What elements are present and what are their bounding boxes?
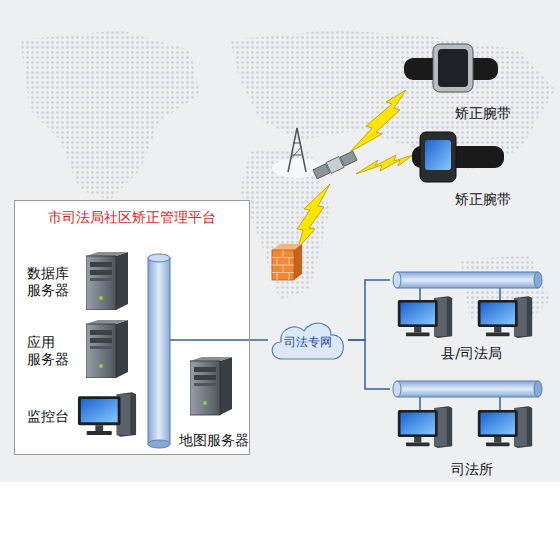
node-box: 矫正腕带 xyxy=(405,38,517,122)
bus-body xyxy=(148,258,170,444)
node-box: 县/司法局 xyxy=(390,262,545,364)
drop-line xyxy=(419,288,421,300)
drop-line xyxy=(419,397,421,410)
platform-fill xyxy=(14,200,250,455)
platform-title: 市司法局社区矫正管理平台 xyxy=(48,209,216,227)
computer-icon xyxy=(398,406,452,448)
network-cloud: 司法专网 xyxy=(268,318,348,362)
node-box: 地图服务器 xyxy=(177,353,251,449)
watch-screen xyxy=(438,49,468,87)
device-label: 矫正腕带 xyxy=(455,105,511,123)
firewall-bricks xyxy=(272,250,294,280)
monitor-icon xyxy=(78,392,136,437)
node-box: 矫正腕带 xyxy=(405,126,517,208)
node-box: 数据库 服务器 xyxy=(27,253,135,311)
bus-end xyxy=(534,272,542,288)
network-link xyxy=(348,280,390,340)
bus-end xyxy=(393,272,401,288)
watch-bezel xyxy=(433,44,473,92)
continent xyxy=(230,30,555,170)
tower-brace xyxy=(293,143,301,144)
watch-bezel xyxy=(420,132,456,182)
bus-body xyxy=(397,272,538,288)
firewall-side xyxy=(294,244,302,280)
node-box: 应用 服务器 xyxy=(27,319,135,383)
solar-panel xyxy=(340,151,357,166)
wireless-links xyxy=(297,90,413,248)
console-label: 监控台 xyxy=(27,408,69,426)
office-label: 司法所 xyxy=(451,461,493,479)
watch-screen xyxy=(425,140,451,170)
firewall-front xyxy=(272,250,294,280)
bus-body xyxy=(397,381,538,397)
tower-brace xyxy=(290,146,302,160)
bus-end xyxy=(148,254,170,262)
office-label: 县/司法局 xyxy=(441,345,502,363)
platform-box: 市司法局社区矫正管理平台数据库 服务器应用 服务器监控台地图服务器 xyxy=(14,200,250,455)
server-icon xyxy=(190,357,232,415)
drop-line xyxy=(499,288,501,300)
drop-line xyxy=(499,397,501,410)
bus-end xyxy=(148,440,170,448)
network-label: 司法专网 xyxy=(284,335,332,350)
lightning-bolt xyxy=(356,155,413,174)
server-label: 应用 服务器 xyxy=(27,334,73,369)
device-label: 矫正腕带 xyxy=(455,191,511,209)
tower-brace xyxy=(291,155,303,156)
server-icon xyxy=(86,320,128,378)
computer-icon xyxy=(478,406,532,448)
node-box: 司法所 xyxy=(390,372,545,480)
bus-end xyxy=(393,381,401,397)
solar-panel xyxy=(313,164,330,179)
bus-link xyxy=(170,339,250,341)
computer-icon xyxy=(478,296,532,338)
network-link xyxy=(348,340,390,389)
satellite xyxy=(313,150,358,179)
horizontal-bus xyxy=(393,272,542,300)
computer-icon xyxy=(398,296,452,338)
network-link xyxy=(250,339,268,341)
cloud-outline xyxy=(272,323,343,359)
server-label: 地图服务器 xyxy=(179,432,249,449)
vertical-bus xyxy=(148,254,170,448)
wristband-watch xyxy=(404,44,498,92)
continent xyxy=(20,30,200,200)
server-label: 数据库 服务器 xyxy=(27,265,73,300)
tower-leg xyxy=(288,128,297,172)
server-icon xyxy=(86,252,128,310)
lightning-bolt xyxy=(297,184,330,248)
bus-end xyxy=(534,381,542,397)
map-backdrop xyxy=(0,0,560,482)
wristband-watch xyxy=(412,132,504,182)
horizontal-bus xyxy=(393,381,542,410)
continent xyxy=(240,150,330,300)
firewall xyxy=(272,244,302,280)
node-box: 监控台 xyxy=(27,391,141,443)
lightning-bolt xyxy=(350,90,406,152)
